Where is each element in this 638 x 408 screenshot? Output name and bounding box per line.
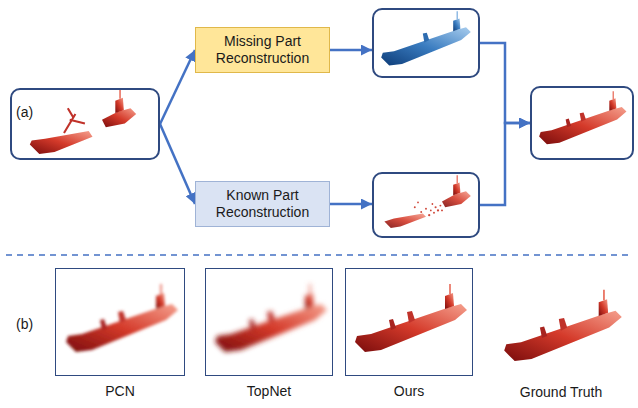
method-box: TopNet [205, 268, 333, 376]
pcn-cloud [66, 284, 178, 352]
flow-arrow [160, 50, 195, 124]
input-cloud-box [10, 88, 160, 160]
caption-label: Ground Truth [520, 384, 603, 401]
flow-arrow [330, 203, 372, 206]
panel-label: (a) [16, 104, 33, 121]
ground-truth-cloud [504, 290, 622, 361]
output-cloud-box [372, 172, 480, 238]
flow-arrow [160, 124, 195, 204]
process-label: Known Part Reconstruction [204, 187, 321, 221]
method-box: PCN [55, 268, 185, 376]
ours-cloud [355, 284, 467, 352]
result-cloud-box [530, 86, 634, 160]
flow-arrow [480, 123, 530, 205]
method-caption: PCN [36, 383, 204, 400]
method-box: Ours [345, 268, 473, 376]
process-box: Missing Part Reconstruction [195, 27, 330, 73]
known-part-cloud [384, 175, 470, 228]
merged-cloud [539, 91, 626, 144]
process-label: Missing Part Reconstruction [204, 33, 321, 67]
flow-arrow [330, 49, 372, 52]
method-caption: TopNet [186, 383, 352, 400]
missing-part-cloud [381, 11, 471, 65]
output-cloud-box [372, 8, 480, 78]
partial-input-cloud [30, 89, 136, 154]
method-caption: Ours [326, 383, 492, 400]
topnet-cloud [215, 284, 327, 352]
divider-line [6, 254, 632, 256]
process-box: Known Part Reconstruction [195, 181, 330, 227]
flow-arrow [480, 43, 530, 123]
panel-label: (b) [16, 316, 33, 333]
